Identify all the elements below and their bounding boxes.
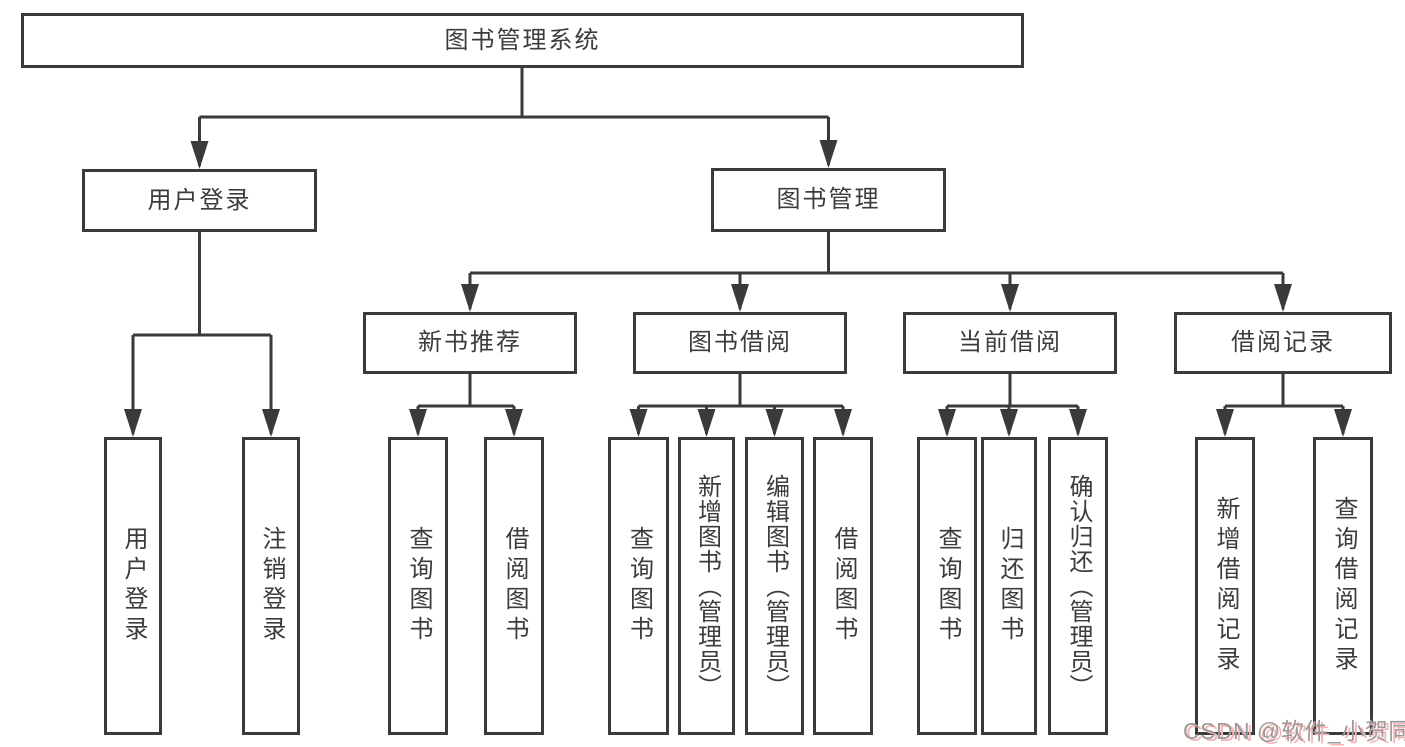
arrow-down-icon (834, 409, 852, 437)
arrow-down-icon (819, 140, 838, 168)
arrow-down-icon (409, 409, 427, 437)
arrow-down-icon (461, 284, 479, 312)
arrow-down-icon (629, 409, 648, 437)
arrow-down-icon (765, 409, 784, 437)
connector-root-to-level2 (190, 68, 838, 169)
node-current-borrowing: 当前借阅 (903, 312, 1117, 374)
arrow-down-icon (1216, 409, 1234, 437)
node-borrowing-records: 借阅记录 (1174, 312, 1392, 374)
node-root: 图书管理系统 (21, 13, 1024, 68)
node-bb-borrow-books: 借阅图书 (813, 437, 873, 735)
arrow-down-icon (1334, 409, 1352, 437)
node-br-query-record: 查询借阅记录 (1313, 437, 1373, 735)
arrow-down-icon (1274, 284, 1292, 312)
arrow-down-icon (938, 409, 956, 437)
arrow-down-icon (1069, 409, 1087, 437)
arrow-down-icon (124, 409, 142, 437)
node-new-book-recommend: 新书推荐 (363, 312, 577, 374)
node-user-login: 用户登录 (82, 169, 317, 232)
connector-current-borrowing-to-children (938, 374, 1087, 437)
connector-new-book-recommend-to-children (409, 374, 523, 437)
node-login-user-login: 用户登录 (104, 437, 162, 735)
arrow-down-icon (731, 284, 749, 312)
arrow-down-icon (697, 409, 716, 437)
arrow-down-icon (505, 409, 523, 437)
node-nbr-query-books: 查询图书 (388, 437, 448, 735)
node-book-borrowing: 图书借阅 (633, 312, 847, 374)
node-login-logout: 注销登录 (242, 437, 300, 735)
watermark: CSDN @软件_小贺同学 (1183, 718, 1405, 744)
node-cb-return-books: 归还图书 (981, 437, 1037, 735)
node-br-add-record: 新增借阅记录 (1195, 437, 1255, 735)
node-cb-confirm-return-admin: 确认归还（管理员） (1048, 437, 1108, 735)
node-bb-edit-books-admin: 编辑图书（管理员） (745, 437, 804, 735)
node-nbr-borrow-books: 借阅图书 (484, 437, 544, 735)
node-cb-query-books: 查询图书 (917, 437, 977, 735)
connector-book-management-to-level3 (461, 232, 1292, 312)
connector-user-login-to-children (124, 232, 280, 437)
node-bb-add-books-admin: 新增图书（管理员） (678, 437, 735, 735)
arrow-down-icon (262, 409, 280, 437)
node-book-management: 图书管理 (711, 168, 946, 232)
node-bb-query-books: 查询图书 (608, 437, 669, 735)
arrow-down-icon (1000, 409, 1018, 437)
arrow-down-icon (1001, 284, 1019, 312)
connector-book-borrowing-to-children (629, 374, 852, 437)
connector-borrowing-records-to-children (1216, 374, 1352, 437)
arrow-down-icon (190, 141, 209, 169)
